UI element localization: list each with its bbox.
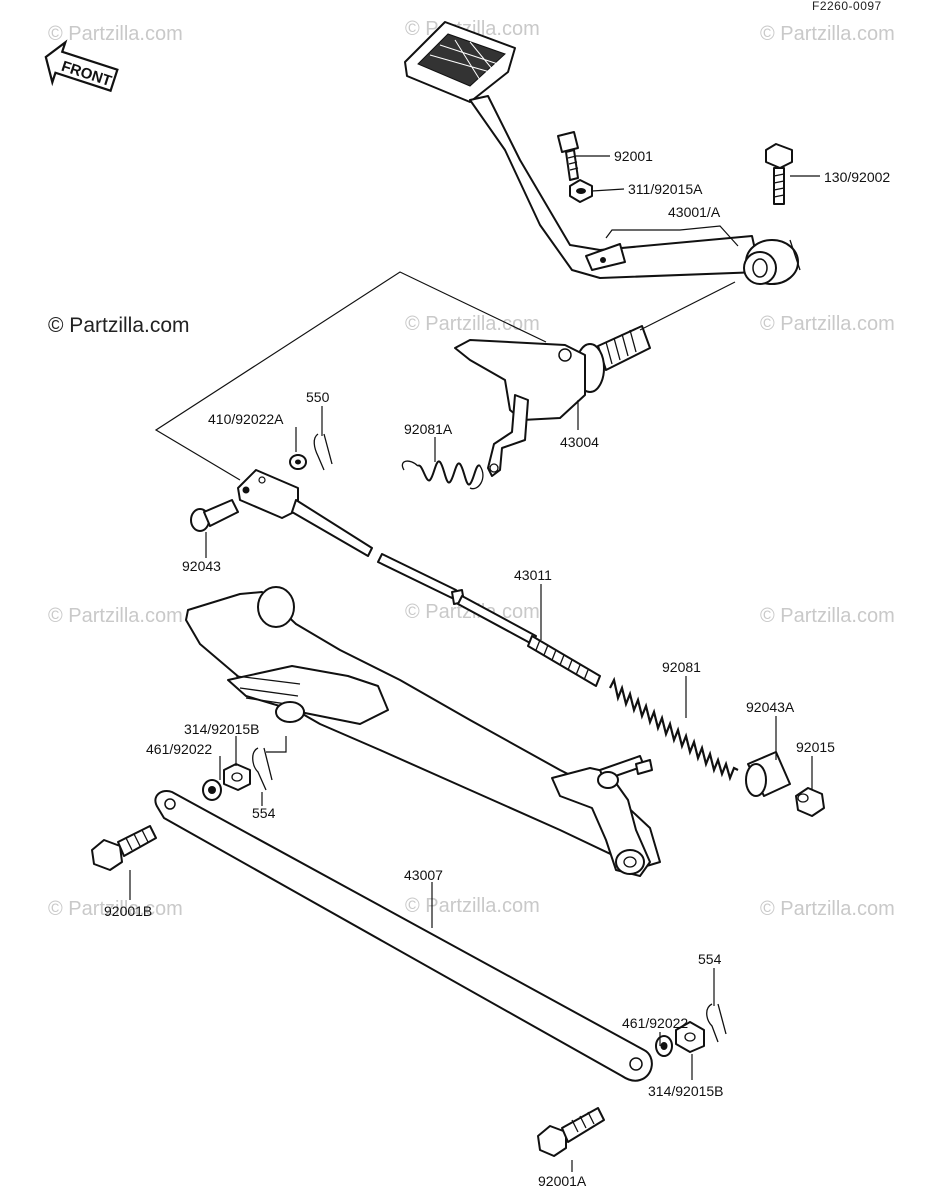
part-label-314-92015B-b: 314/92015B [648, 1083, 724, 1099]
washer-461-92022-b [655, 1035, 673, 1057]
clevis-pin-92043 [190, 499, 239, 532]
part-label-43007: 43007 [404, 867, 443, 883]
part-label-554-b: 554 [698, 951, 722, 967]
spring-92081 [609, 676, 739, 782]
assembly-guide-lines [154, 271, 736, 481]
watermark: © Partzilla.com [760, 313, 895, 335]
cotter-pin-554-a [252, 747, 273, 791]
main-watermark: © Partzilla.com [48, 314, 190, 337]
part-label-43004: 43004 [560, 434, 599, 450]
part-label-92001B: 92001B [104, 903, 152, 919]
diagram-code: F2260-0097 [812, 0, 882, 13]
nut-314-92015B-b [675, 1021, 705, 1053]
washer-461-92022-a [202, 779, 222, 801]
part-label-92081: 92081 [662, 659, 701, 675]
watermark: © Partzilla.com [405, 313, 540, 335]
watermark: © Partzilla.com [760, 605, 895, 627]
brake-rod-43011 [237, 469, 601, 687]
part-label-92043: 92043 [182, 558, 221, 574]
cotter-pin-550 [313, 433, 333, 471]
part-label-92043A: 92043A [746, 699, 795, 715]
front-arrow-icon: FRONT [44, 39, 119, 93]
torque-link-43007 [154, 790, 653, 1082]
part-label-550: 550 [306, 389, 330, 405]
brake-pedal [404, 21, 801, 285]
adjuster-nut-92015 [795, 787, 825, 817]
cotter-pin-554-b [706, 1003, 727, 1043]
watermark: © Partzilla.com [48, 605, 183, 627]
part-label-92015: 92015 [796, 739, 835, 755]
part-label-314-92015B-a: 314/92015B [184, 721, 260, 737]
part-label-311-92015A: 311/92015A [628, 181, 703, 197]
bolt-92001B [91, 825, 157, 871]
washer-410-92022A [289, 454, 307, 470]
watermark: © Partzilla.com [405, 895, 540, 917]
part-labels: 92001 130/92002 311/92015A 43001/A 550 4… [104, 148, 890, 1189]
leader-lines [129, 155, 820, 1172]
spring-92081A [401, 460, 484, 490]
brake-cross-shaft-43004 [454, 325, 651, 477]
nut-311-92015A [569, 179, 593, 203]
watermark: © Partzilla.com [760, 23, 895, 45]
bolt-92001A [537, 1107, 605, 1157]
part-label-461-92022-a: 461/92022 [146, 741, 212, 757]
watermark: © Partzilla.com [48, 898, 183, 920]
watermark: © Partzilla.com [760, 898, 895, 920]
part-label-410-92022A: 410/92022A [208, 411, 284, 427]
part-label-43011: 43011 [514, 567, 552, 583]
part-label-92001: 92001 [614, 148, 653, 164]
bolt-92001 [557, 131, 579, 181]
bolt-130-92002 [765, 143, 793, 205]
part-label-130-92002: 130/92002 [824, 169, 890, 185]
part-label-92001A: 92001A [538, 1173, 587, 1189]
nut-314-92015B-a [223, 763, 251, 791]
part-label-461-92022-b: 461/92022 [622, 1015, 688, 1031]
part-label-43001A: 43001/A [668, 204, 721, 220]
swing-arm [185, 586, 661, 877]
watermark: © Partzilla.com [48, 23, 183, 45]
part-label-554-a: 554 [252, 805, 276, 821]
part-label-92081A: 92081A [404, 421, 453, 437]
trunnion-92043A [745, 751, 791, 797]
